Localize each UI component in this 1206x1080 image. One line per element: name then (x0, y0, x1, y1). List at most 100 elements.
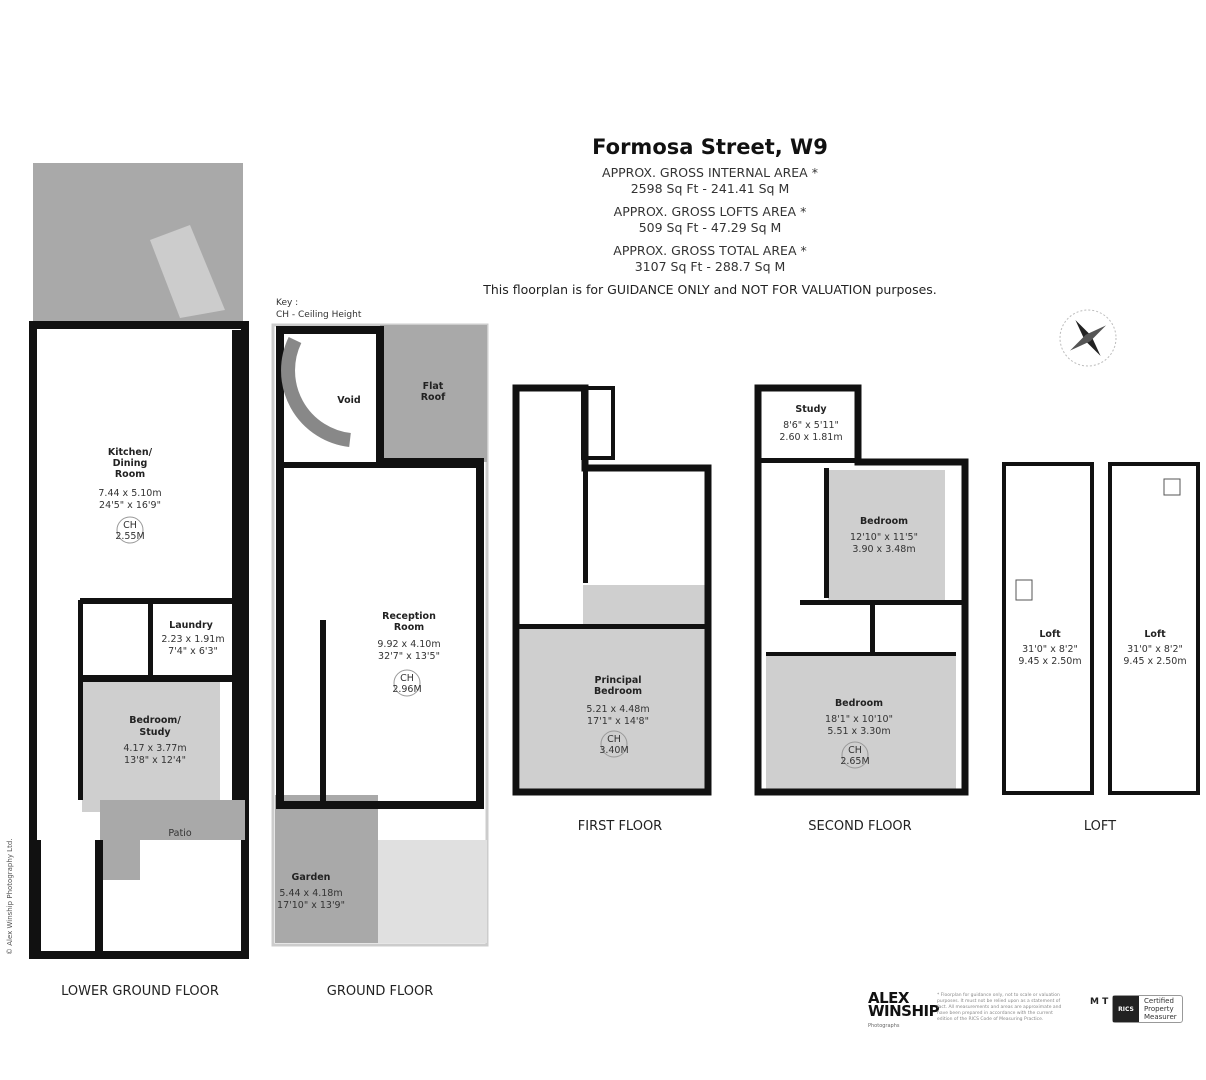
garden-metric: 5.44 x 4.18m (279, 888, 342, 899)
key-ch: CH - Ceiling Height (276, 310, 362, 320)
study-label: Study (795, 404, 827, 415)
ch-circle (393, 669, 421, 697)
ch-circle (600, 730, 628, 758)
rics-logo: RICS (1113, 996, 1139, 1022)
logo-line-1: ALEX (868, 989, 909, 1007)
bedroom-2-label: Bedroom (835, 698, 883, 709)
bedroom-2-ch: CH (848, 745, 862, 756)
certified-line-1: Certified (1144, 997, 1174, 1005)
laundry-metric: 2.23 x 1.91m (161, 634, 224, 645)
principal-bedroom-metric: 5.21 x 4.48m (586, 704, 649, 715)
flat-roof-label-2: Roof (421, 392, 446, 403)
bedroom-study-imperial: 13'8" x 12'4" (124, 755, 186, 766)
alex-winship-logo: ALEX WINSHIP Photographs (868, 989, 940, 1033)
disclaimer: * Floorplan for guidance only, not to sc… (937, 993, 1062, 1022)
principal-bedroom-imperial: 17'1" x 14'8" (587, 716, 649, 727)
reception-label: Reception (382, 611, 436, 622)
certified-line-3: Measurer (1144, 1013, 1177, 1021)
loft-1-label: Loft (1039, 629, 1061, 640)
loft-2-imperial: 31'0" x 8'2" (1127, 644, 1183, 655)
reception-label-2: Room (394, 622, 424, 633)
skylight-icon (1163, 478, 1181, 496)
ground-floor: Void Flat Roof Reception Room 9.92 x 4.1… (271, 323, 489, 999)
study-imperial: 8'6" x 5'11" (783, 420, 839, 431)
copyright: © Alex Winship Photography Ltd. (6, 838, 14, 956)
ch-circle (841, 741, 869, 769)
rics-badge: RICS Certified Property Measurer (1112, 995, 1183, 1023)
ch-circle (116, 516, 144, 544)
property-title: Formosa Street, W9 (592, 135, 828, 159)
bedroom-study-metric: 4.17 x 3.77m (123, 743, 186, 754)
total-area-label: APPROX. GROSS TOTAL AREA * (613, 243, 807, 258)
bedroom-1-label: Bedroom (860, 516, 908, 527)
principal-bedroom-label-2: Bedroom (594, 686, 642, 697)
bedroom-study-label: Bedroom/ (129, 715, 181, 726)
principal-ch: CH (607, 734, 621, 745)
lower-ground-floor-label: LOWER GROUND FLOOR (61, 984, 219, 999)
garden-imperial: 17'10" x 13'9" (277, 900, 345, 911)
lofts-area-value: 509 Sq Ft - 47.29 Sq M (638, 220, 782, 235)
second-floor: Study 8'6" x 5'11" 2.60 x 1.81m Bedroom … (754, 384, 969, 834)
patio-area (100, 800, 245, 880)
second-floor-walls (754, 384, 969, 796)
garden-label: Garden (292, 872, 331, 883)
header: Formosa Street, W9 APPROX. GROSS INTERNA… (440, 135, 980, 297)
kitchen-label-2: Dining (113, 458, 148, 469)
loft-1-outline (1002, 462, 1094, 795)
principal-bedroom-label: Principal (594, 675, 641, 686)
bedroom-1-metric: 3.90 x 3.48m (852, 544, 915, 555)
principal-bedroom-area (520, 628, 708, 790)
flat-roof-area (380, 325, 487, 462)
void-label: Void (337, 395, 360, 406)
loft-2-outline (1108, 462, 1200, 795)
key-title: Key : (276, 298, 299, 308)
skylight-icon (1015, 579, 1033, 601)
bedroom-1-area (828, 470, 945, 600)
kitchen-label: Kitchen/ (108, 447, 153, 458)
bedroom-2-area (766, 655, 956, 790)
loft-floor-label: LOFT (1084, 819, 1116, 834)
loft-1-metric: 9.45 x 2.50m (1018, 656, 1081, 667)
front-planting (378, 840, 487, 943)
ground-floor-label: GROUND FLOOR (327, 984, 433, 999)
first-floor-label: FIRST FLOOR (578, 819, 662, 834)
bedroom-study-area (82, 682, 220, 812)
bedroom-2-metric: 5.51 x 3.30m (827, 726, 890, 737)
laundry-imperial: 7'4" x 6'3" (168, 646, 218, 657)
loft-floor: Loft 31'0" x 8'2" 9.45 x 2.50m Loft 31'0… (1002, 462, 1200, 834)
reception-ch: CH (400, 673, 414, 684)
bedroom-1-imperial: 12'10" x 11'5" (850, 532, 918, 543)
front-garden (275, 795, 378, 943)
total-area-value: 3107 Sq Ft - 288.7 Sq M (634, 259, 786, 274)
certified-line-2: Property (1144, 1005, 1174, 1013)
reception-metric: 9.92 x 4.10m (377, 639, 440, 650)
lower-ground-floor: Kitchen/ Dining Room 7.44 x 5.10m 24'5" … (29, 163, 249, 999)
logo-sub: Photographs (868, 1023, 900, 1029)
mt-logo: M T (1090, 997, 1109, 1007)
lofts-area-label: APPROX. GROSS LOFTS AREA * (613, 204, 807, 219)
garden-steps (150, 225, 225, 318)
internal-area-label: APPROX. GROSS INTERNAL AREA * (602, 165, 818, 180)
kitchen-label-3: Room (115, 469, 145, 480)
reception-ch-value: 2.96M (392, 684, 421, 695)
patio-label: Patio (168, 828, 191, 839)
internal-area-value: 2598 Sq Ft - 241.41 Sq M (630, 181, 790, 196)
compass-icon (1059, 309, 1117, 367)
loft-2-metric: 9.45 x 2.50m (1123, 656, 1186, 667)
bedroom-2-ch-value: 2.65M (840, 756, 869, 767)
kitchen-metric: 7.44 x 5.10m (98, 488, 161, 499)
kitchen-ch: CH (123, 520, 137, 531)
first-floor: Principal Bedroom 5.21 x 4.48m 17'1" x 1… (512, 384, 712, 834)
second-floor-label: SECOND FLOOR (808, 819, 911, 834)
laundry-label: Laundry (169, 620, 213, 631)
loft-1-imperial: 31'0" x 8'2" (1022, 644, 1078, 655)
kitchen-imperial: 24'5" x 16'9" (99, 500, 161, 511)
kitchen-ch-value: 2.55M (115, 531, 144, 542)
logo-line-2: WINSHIP (868, 1002, 940, 1020)
bedroom-study-label-2: Study (139, 727, 171, 738)
spiral-stair (281, 336, 352, 447)
reception-imperial: 32'7" x 13'5" (378, 651, 440, 662)
bedroom-2-imperial: 18'1" x 10'10" (825, 714, 893, 725)
loft-2-label: Loft (1144, 629, 1166, 640)
